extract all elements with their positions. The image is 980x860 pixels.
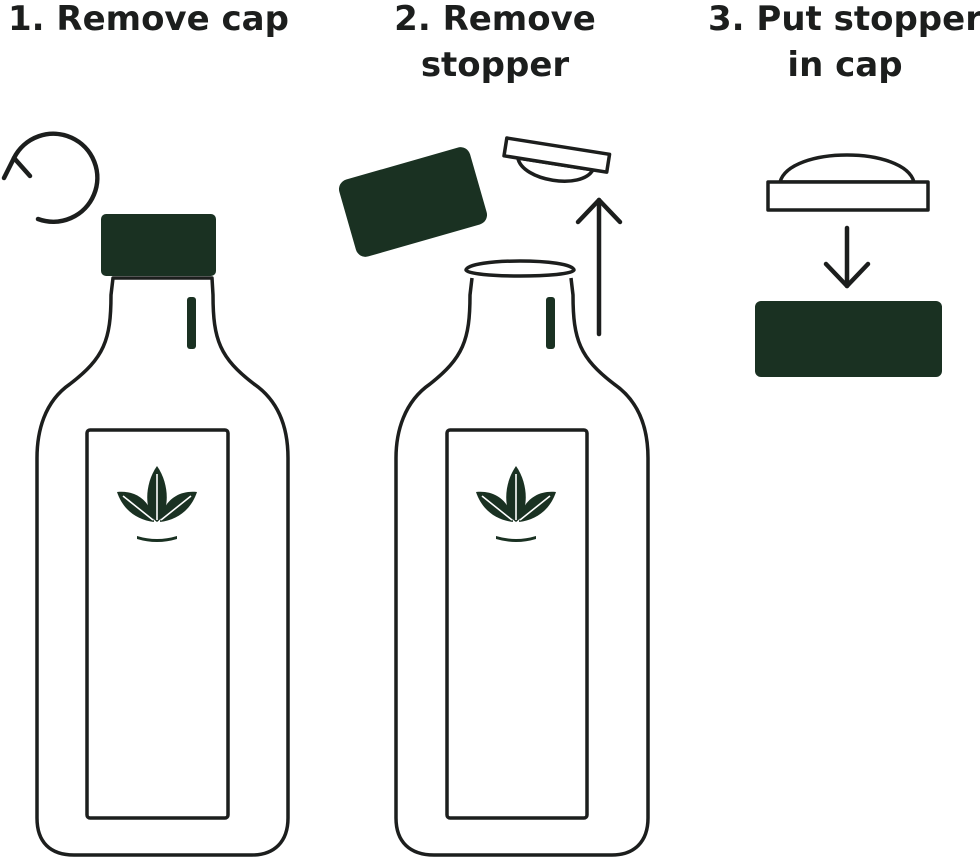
cap [755, 301, 942, 377]
bottle-1-highlight [187, 297, 196, 349]
bottle-2 [394, 277, 650, 857]
step-3-title: 3. Put stopper in cap [708, 0, 980, 85]
bottle-cap [101, 214, 216, 276]
up-arrow-icon [575, 197, 623, 337]
rotate-icon [1, 131, 100, 224]
removed-stopper [502, 136, 612, 183]
step-1-illustration [1, 131, 290, 857]
bottle-2-label [445, 428, 589, 820]
down-arrow-icon [823, 225, 871, 289]
step-2-illustration [338, 136, 650, 857]
bottle-2-highlight [546, 297, 555, 349]
stopper [766, 153, 930, 212]
step-1-title: 1. Remove cap [8, 0, 289, 39]
bottle-1 [35, 276, 290, 857]
removed-cap [338, 147, 488, 257]
bottle-1-label [85, 428, 230, 820]
bottle-2-rim [464, 259, 576, 278]
step-3-illustration [755, 153, 942, 377]
step-2-title: 2. Remove stopper [394, 0, 596, 85]
